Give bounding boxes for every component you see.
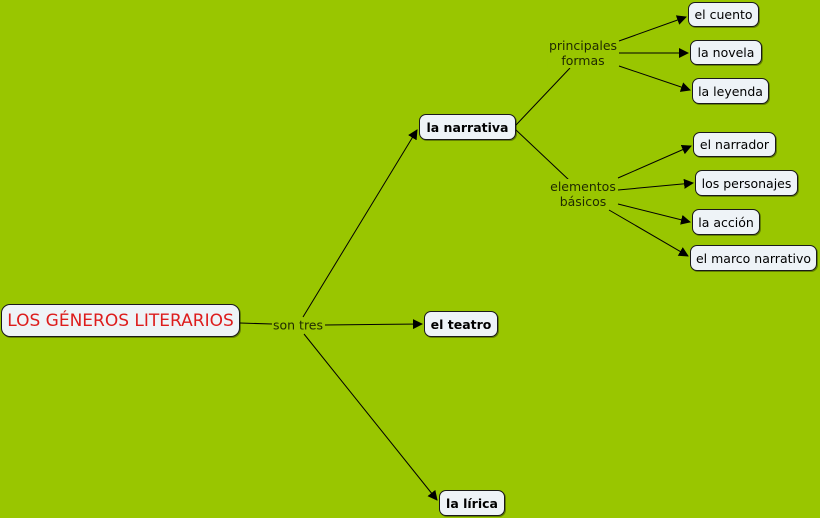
node-label: el narrador [699, 137, 770, 152]
linking-phrase-principales-formas[interactable]: principales formas [547, 38, 619, 68]
node-el-teatro[interactable]: el teatro [424, 311, 498, 337]
node-la-novela[interactable]: la novela [690, 40, 762, 65]
node-el-cuento[interactable]: el cuento [688, 2, 759, 27]
node-label: el teatro [430, 316, 492, 332]
node-label: la novela [697, 45, 755, 60]
node-la-lirica[interactable]: la lírica [439, 490, 505, 516]
node-la-leyenda[interactable]: la leyenda [692, 78, 769, 104]
node-la-accion[interactable]: la acción [692, 209, 760, 235]
node-el-marco-narrativo[interactable]: el marco narrativo [690, 245, 817, 271]
root-concept-node[interactable]: LOS GÉNEROS LITERARIOS [1, 304, 240, 337]
node-el-narrador[interactable]: el narrador [693, 132, 776, 157]
linking-phrase-elementos-basicos[interactable]: elementos básicos [549, 179, 617, 209]
root-concept-label: LOS GÉNEROS LITERARIOS [7, 310, 234, 331]
linking-phrase-son-tres[interactable]: son tres [271, 317, 325, 333]
node-label: la narrativa [426, 119, 509, 135]
node-label: el marco narrativo [695, 250, 812, 266]
node-label: el cuento [694, 7, 753, 22]
node-label: los personajes [701, 175, 792, 191]
node-la-narrativa[interactable]: la narrativa [419, 114, 516, 140]
node-los-personajes[interactable]: los personajes [695, 170, 798, 196]
node-label: la lírica [446, 495, 498, 511]
node-label: la leyenda [698, 83, 763, 99]
node-label: la acción [698, 214, 754, 230]
